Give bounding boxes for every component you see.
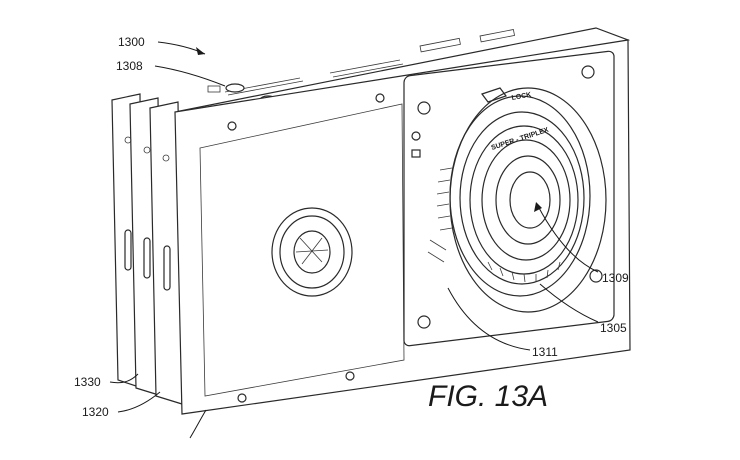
leader-1330	[109, 373, 139, 384]
leader-1311	[447, 287, 531, 351]
front-screws	[227, 93, 385, 403]
ref-1300: 1300	[118, 35, 145, 49]
front-panel	[199, 103, 405, 397]
secondary-lens	[271, 207, 353, 297]
ref-1320: 1320	[82, 405, 109, 419]
mount-screws	[417, 65, 603, 329]
unlock-icon	[411, 149, 421, 158]
leader-1305	[539, 283, 599, 323]
focus-ring-knurl	[427, 167, 453, 263]
lock-icon	[411, 131, 421, 141]
aperture-scale	[487, 261, 561, 283]
leader-1320	[117, 391, 161, 413]
main-lens-1305	[411, 87, 607, 313]
figure-label: FIG. 13A	[428, 380, 548, 413]
ref-1309: 1309	[602, 271, 629, 285]
leader-1309	[537, 205, 599, 273]
leader-lines	[109, 41, 599, 439]
ref-1330: 1330	[74, 375, 101, 389]
leader-1308	[154, 65, 226, 87]
lock-lever	[481, 87, 507, 103]
ref-1311: 1311	[532, 345, 558, 359]
lens-lock-text: LOCK	[511, 92, 532, 102]
ref-1305: 1305	[600, 321, 627, 335]
leader-1310	[189, 409, 207, 439]
module-stack	[111, 93, 190, 405]
ref-1308: 1308	[116, 59, 143, 73]
